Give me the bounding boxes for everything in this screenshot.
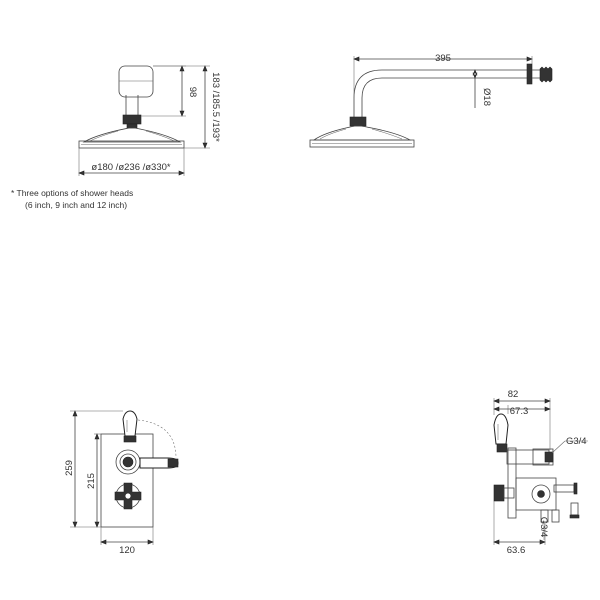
dim-arm-length: 395 [435, 53, 451, 64]
side-lever-handle [493, 413, 509, 445]
dim-arm-diameter: Ø18 [481, 88, 492, 106]
valve-side-view: 82 67.3 G3/4 G3/4 63.6 [493, 389, 588, 556]
arm-wall-flange [526, 63, 533, 85]
curved-arm [353, 69, 528, 118]
dim-height-98: 98 [187, 87, 198, 98]
side-valve-body [515, 477, 557, 511]
arm-shower-head [312, 125, 412, 141]
arm-swivel-nut [349, 116, 367, 127]
footnote: * Three options of shower heads (6 inch,… [11, 188, 133, 210]
dim-body-depth: 63.6 [507, 545, 526, 556]
thread-label-top: G3/4 [566, 436, 587, 447]
shower-arm-side-view: 395 Ø18 [309, 53, 553, 148]
dim-overall-height: 259 [64, 460, 75, 476]
diverter-lever-handle [122, 410, 138, 437]
dim-overall-depth: 82 [508, 389, 519, 400]
wall-flange [118, 65, 154, 98]
side-backplate [507, 447, 517, 519]
dim-plate-width: 120 [119, 545, 135, 556]
valve-front-view: 259 215 120 [64, 410, 179, 556]
dim-diameter-options: ø180 /ø236 /ø330* [91, 162, 171, 173]
side-cross-handle [493, 484, 505, 502]
dim-plate-height: 215 [86, 473, 97, 489]
shower-head-front-view: 98 183 /185.5 /193* ø180 /ø236 /ø330* [78, 65, 221, 176]
footnote-line-1: * Three options of shower heads [11, 188, 133, 198]
valve-backplate [100, 433, 154, 528]
thread-label-side: G3/4 [538, 517, 549, 538]
shower-rose [78, 140, 185, 149]
shower-head-dome [82, 127, 182, 143]
arm-pipe [125, 95, 139, 116]
arm-shower-rose [309, 139, 415, 148]
swivel-nut [122, 114, 142, 125]
side-upper-spindle [506, 449, 550, 465]
dim-height-options: 183 /185.5 /193* [210, 72, 221, 142]
threaded-end [539, 66, 553, 83]
footnote-line-2: (6 inch, 9 inch and 12 inch) [25, 200, 127, 210]
dim-handle-depth: 67.3 [510, 406, 529, 417]
